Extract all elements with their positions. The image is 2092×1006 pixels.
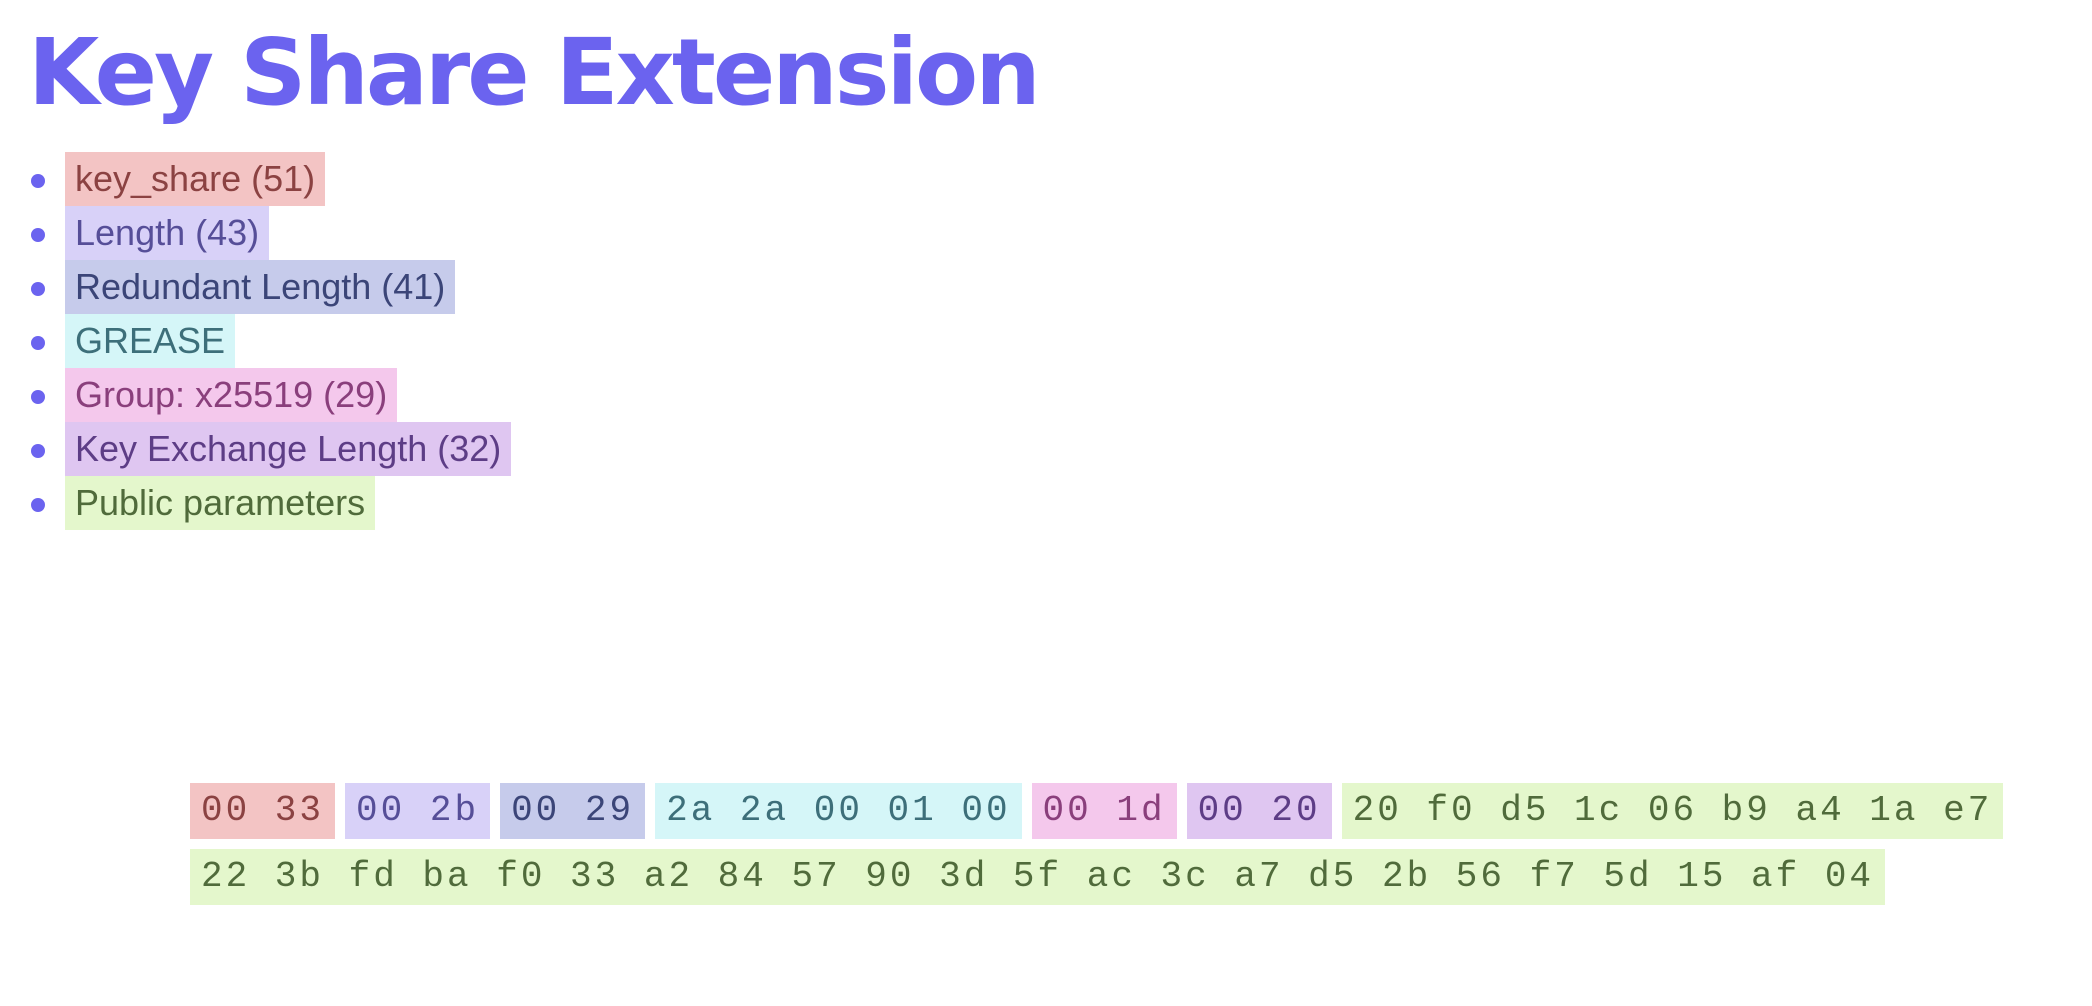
legend-label-key-share: key_share (51): [65, 152, 326, 206]
legend-item-public-parameters: Public parameters: [28, 476, 511, 530]
legend-item-redundant-length: Redundant Length (41): [28, 260, 511, 314]
page-title: Key Share Extension: [28, 19, 1041, 126]
hex-key-exchange-length: 00 20: [1186, 783, 1332, 839]
hex-public-parameters: 20 f0 d5 1c 06 b9 a4 1a e7: [1341, 783, 2004, 839]
bullet-icon: [31, 498, 45, 512]
bullet-icon: [31, 336, 45, 350]
hex-redundant-length: 00 29: [500, 783, 646, 839]
bullet-icon: [31, 282, 45, 296]
bullet-icon: [31, 390, 45, 404]
legend-item-key-exchange-length: Key Exchange Length (32): [28, 422, 512, 476]
legend-label-public-parameters: Public parameters: [65, 476, 376, 530]
hex-key-share: 00 33: [190, 783, 336, 839]
legend-item-length: Length (43): [28, 206, 511, 260]
hex-grease: 2a 2a 00 01 00: [655, 783, 1022, 839]
legend-label-length: Length (43): [65, 206, 270, 260]
legend-label-redundant-length: Redundant Length (41): [65, 260, 456, 314]
hex-group: 00 1d: [1031, 783, 1177, 839]
legend-label-grease: GREASE: [65, 314, 236, 368]
hex-public-parameters-cont: 22 3b fd ba f0 33 a2 84 57 90 3d 5f ac 3…: [190, 849, 1886, 905]
field-legend: key_share (51) Length (43) Redundant Len…: [28, 152, 512, 530]
legend-item-group: Group: x25519 (29): [28, 368, 511, 422]
legend-item-grease: GREASE: [28, 314, 511, 368]
hex-length: 00 2b: [345, 783, 491, 839]
legend-item-key-share: key_share (51): [28, 152, 511, 206]
bullet-icon: [31, 228, 45, 242]
hex-row-2: 22 3b fd ba f0 33 a2 84 57 90 3d 5f ac 3…: [190, 849, 1895, 905]
legend-label-key-exchange-length: Key Exchange Length (32): [65, 422, 512, 476]
bullet-icon: [31, 174, 45, 188]
bullet-icon: [31, 444, 45, 458]
legend-label-group: Group: x25519 (29): [65, 368, 398, 422]
